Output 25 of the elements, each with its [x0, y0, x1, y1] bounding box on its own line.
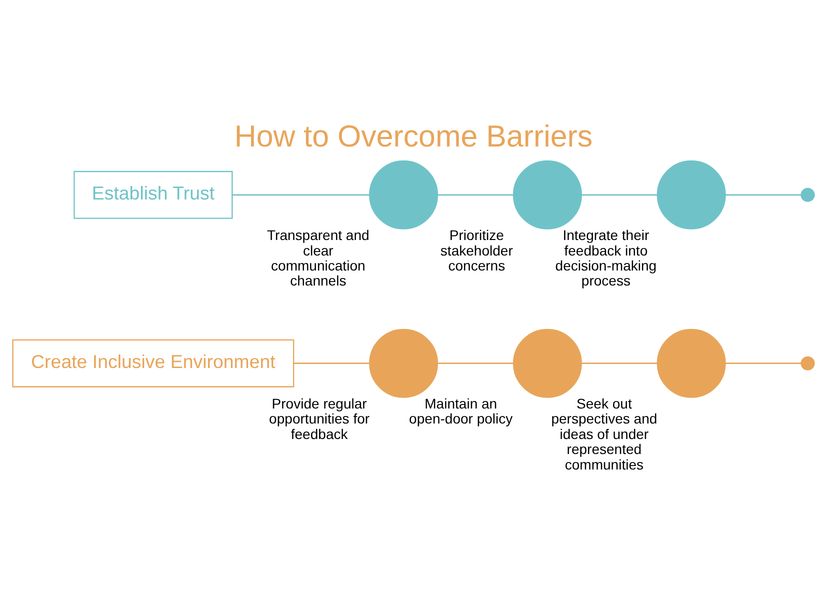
- connector: [438, 362, 514, 364]
- connector: [581, 194, 658, 196]
- node-circle: [800, 356, 815, 370]
- node-circle: [800, 187, 815, 202]
- connector: [438, 194, 514, 196]
- node-box: Create Inclusive Environment: [12, 338, 294, 387]
- node-circle: [512, 160, 582, 229]
- node-label: Prioritize stakeholder concerns: [440, 226, 513, 273]
- connector: [232, 194, 370, 196]
- node-label: Integrate their feedback into decision-making process: [555, 226, 657, 288]
- node-circle: [656, 160, 726, 229]
- connector: [726, 362, 802, 364]
- node-box: Establish Trust: [74, 170, 233, 218]
- node-label: Provide regular opportunities for feedback: [269, 395, 370, 442]
- node-circle: [369, 160, 438, 229]
- connector: [726, 194, 802, 196]
- connector: [581, 362, 658, 364]
- connector: [294, 362, 370, 364]
- node-label: Seek out perspectives and ideas of under represented communities: [551, 395, 658, 472]
- node-label: Maintain an open-door policy: [409, 395, 513, 426]
- diagram-title: How to Overcome Barriers: [234, 119, 593, 154]
- node-circle: [369, 328, 438, 398]
- node-circle: [656, 328, 726, 398]
- node-circle: [512, 328, 582, 398]
- node-label: Transparent and clear communication channels: [266, 226, 370, 288]
